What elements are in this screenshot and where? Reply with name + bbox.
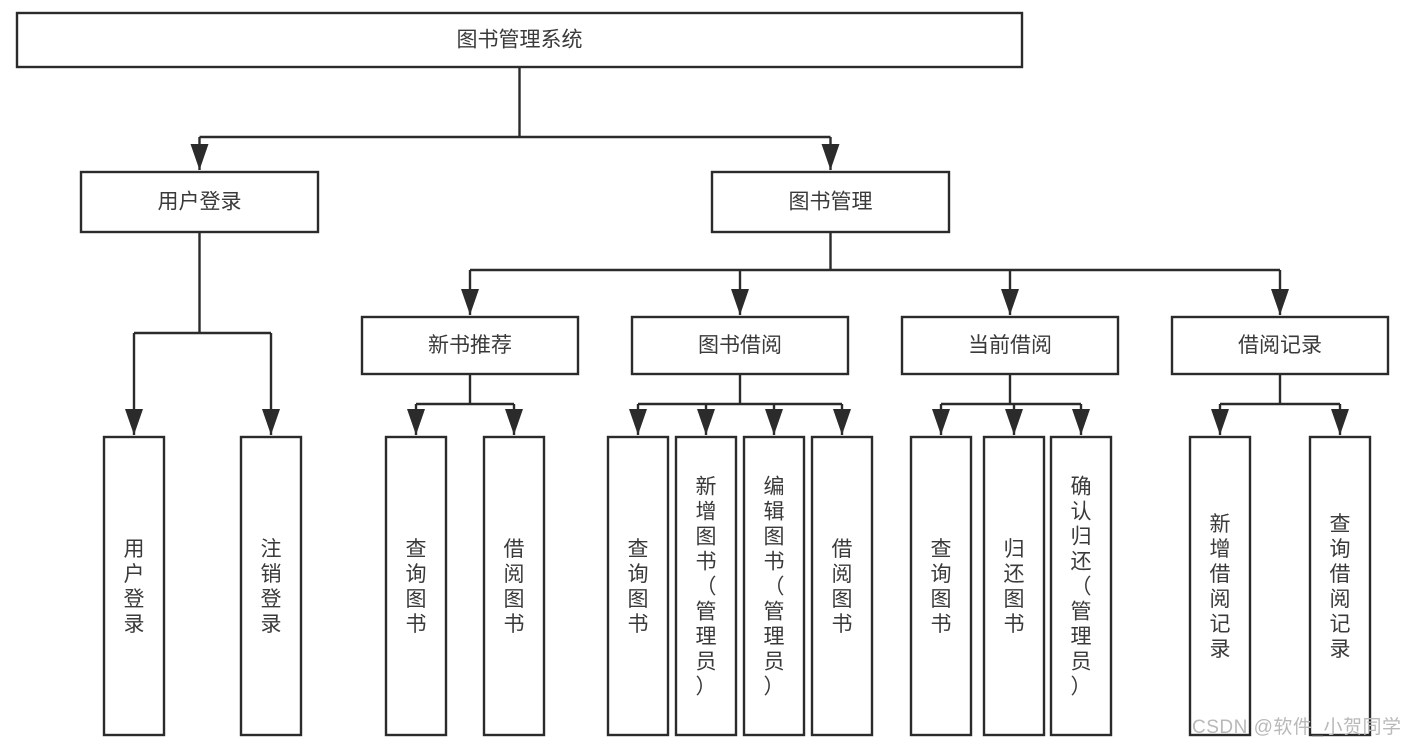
node-leaf-add-record[interactable]: 新增借阅记录: [1188, 435, 1252, 737]
node-box-leaf-user-logout: [239, 435, 303, 737]
node-label-leaf-user-logout: 注销登录: [261, 538, 282, 636]
node-box-leaf-query-record: [1308, 435, 1372, 737]
node-leaf-query-record[interactable]: 查询借阅记录: [1308, 435, 1372, 737]
connector-layer: [125, 67, 1349, 435]
arrow-icon: [1005, 409, 1023, 435]
node-box-leaf-query-book-1: [384, 435, 448, 737]
node-box-root: [15, 11, 1024, 69]
node-root[interactable]: 图书管理系统: [15, 11, 1024, 69]
node-box-leaf-add-record: [1188, 435, 1252, 737]
node-leaf-borrow-book-2[interactable]: 借阅图书: [810, 435, 874, 737]
node-leaf-confirm-return[interactable]: 确认归还（管理员）: [1049, 435, 1113, 737]
node-box-leaf-query-book-2: [606, 435, 670, 737]
node-leaf-edit-book[interactable]: 编辑图书（管理员）: [742, 435, 806, 737]
node-leaf-borrow-book-1[interactable]: 借阅图书: [482, 435, 546, 737]
node-box-new-book-recommend: [360, 315, 580, 376]
node-box-user-login: [79, 170, 320, 234]
node-box-leaf-borrow-book-1: [482, 435, 546, 737]
node-label-user-login: 用户登录: [158, 191, 242, 214]
node-label-leaf-query-record: 查询借阅记录: [1330, 513, 1351, 661]
arrow-icon: [1271, 289, 1289, 315]
node-box-leaf-confirm-return: [1049, 435, 1113, 737]
arrow-icon: [461, 289, 479, 315]
node-box-leaf-return-book: [982, 435, 1046, 737]
node-box-leaf-user-login: [102, 435, 166, 737]
node-layer: 图书管理系统用户登录图书管理新书推荐图书借阅当前借阅借阅记录用户登录注销登录查询…: [15, 11, 1390, 737]
node-label-new-book-recommend: 新书推荐: [428, 334, 512, 357]
arrow-icon: [407, 409, 425, 435]
node-label-leaf-return-book: 归还图书: [1004, 538, 1025, 636]
node-leaf-query-book-1[interactable]: 查询图书: [384, 435, 448, 737]
arrow-icon: [262, 409, 280, 435]
arrow-icon: [697, 409, 715, 435]
node-new-book-recommend[interactable]: 新书推荐: [360, 315, 580, 376]
node-current-borrow[interactable]: 当前借阅: [900, 315, 1120, 376]
node-box-book-management: [710, 170, 951, 234]
watermark-text: CSDN @软件_小贺同学: [1192, 717, 1402, 738]
node-box-borrow-record: [1170, 315, 1390, 376]
arrow-icon: [629, 409, 647, 435]
arrow-icon: [505, 409, 523, 435]
arrow-icon: [765, 409, 783, 435]
arrow-icon: [932, 409, 950, 435]
node-label-root: 图书管理系统: [457, 29, 583, 52]
node-label-leaf-borrow-book-2: 借阅图书: [832, 538, 853, 636]
arrow-icon: [1211, 409, 1229, 435]
node-box-leaf-query-book-3: [909, 435, 973, 737]
node-label-borrow-record: 借阅记录: [1238, 334, 1322, 357]
arrow-icon: [125, 409, 143, 435]
node-label-leaf-add-book: 新增图书（管理员）: [696, 476, 717, 699]
arrow-icon: [1072, 409, 1090, 435]
node-book-management[interactable]: 图书管理: [710, 170, 951, 234]
node-label-leaf-edit-book: 编辑图书（管理员）: [764, 476, 785, 699]
arrow-icon: [731, 289, 749, 315]
node-leaf-user-logout[interactable]: 注销登录: [239, 435, 303, 737]
node-box-current-borrow: [900, 315, 1120, 376]
node-label-book-management: 图书管理: [789, 191, 873, 214]
node-leaf-add-book[interactable]: 新增图书（管理员）: [674, 435, 738, 737]
node-leaf-query-book-2[interactable]: 查询图书: [606, 435, 670, 737]
node-label-current-borrow: 当前借阅: [968, 334, 1052, 357]
arrow-icon: [1331, 409, 1349, 435]
node-label-book-borrow: 图书借阅: [698, 334, 782, 357]
node-user-login[interactable]: 用户登录: [79, 170, 320, 234]
node-label-leaf-borrow-book-1: 借阅图书: [504, 538, 525, 636]
node-label-leaf-query-book-3: 查询图书: [931, 538, 952, 636]
arrow-icon: [821, 144, 840, 170]
node-leaf-return-book[interactable]: 归还图书: [982, 435, 1046, 737]
node-label-leaf-query-book-1: 查询图书: [406, 538, 427, 636]
node-label-leaf-query-book-2: 查询图书: [628, 538, 649, 636]
node-label-leaf-confirm-return: 确认归还（管理员）: [1071, 476, 1092, 699]
node-label-leaf-user-login: 用户登录: [124, 538, 145, 636]
node-leaf-user-login[interactable]: 用户登录: [102, 435, 166, 737]
node-label-leaf-add-record: 新增借阅记录: [1210, 513, 1231, 661]
node-box-leaf-edit-book: [742, 435, 806, 737]
arrow-icon: [1001, 289, 1019, 315]
node-box-book-borrow: [630, 315, 850, 376]
node-borrow-record[interactable]: 借阅记录: [1170, 315, 1390, 376]
node-leaf-query-book-3[interactable]: 查询图书: [909, 435, 973, 737]
arrow-icon: [190, 144, 209, 170]
node-book-borrow[interactable]: 图书借阅: [630, 315, 850, 376]
arrow-icon: [833, 409, 851, 435]
node-box-leaf-borrow-book-2: [810, 435, 874, 737]
node-box-leaf-add-book: [674, 435, 738, 737]
